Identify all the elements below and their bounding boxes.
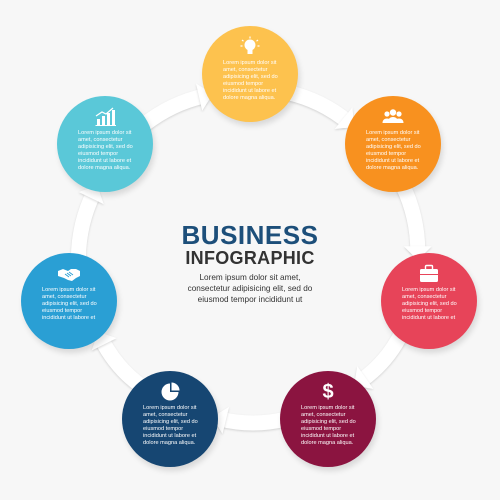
step-7-circle: Lorem ipsum dolor sit amet, consectetur … xyxy=(57,96,153,192)
arrow-head-7 xyxy=(196,83,213,111)
page-subtitle: INFOGRAPHIC xyxy=(185,248,315,268)
step-4-circle: $ Lorem ipsum dolor sit amet, consectetu… xyxy=(280,371,376,467)
pie-chart-icon xyxy=(122,381,218,403)
connector-arrow-3 xyxy=(356,329,409,388)
page-description: Lorem ipsum dolor sit amet, consectetur … xyxy=(187,273,313,304)
handshake-icon xyxy=(21,263,117,285)
connector-arrow-1 xyxy=(285,85,353,128)
step-1-text: Lorem ipsum dolor sit amet, consectetur … xyxy=(223,60,278,101)
step-5-text: Lorem ipsum dolor sit amet, consectetur … xyxy=(143,405,198,446)
bar-chart-icon xyxy=(57,106,153,128)
step-4-text: Lorem ipsum dolor sit amet, consectetur … xyxy=(301,405,356,446)
briefcase-icon xyxy=(381,263,477,285)
step-7-text: Lorem ipsum dolor sit amet, consectetur … xyxy=(78,130,133,171)
arrow-head-4 xyxy=(212,406,230,434)
page-title: BUSINESS xyxy=(181,220,319,250)
connector-arrow-6 xyxy=(70,189,101,261)
people-icon xyxy=(345,106,441,128)
step-3-text: Lorem ipsum dolor sit amet, consectetur … xyxy=(402,287,457,321)
step-2-circle: Lorem ipsum dolor sit amet, consectetur … xyxy=(345,96,441,192)
step-2-text: Lorem ipsum dolor sit amet, consectetur … xyxy=(366,130,421,171)
step-3-circle: Lorem ipsum dolor sit amet, consectetur … xyxy=(381,253,477,349)
connector-arrow-5 xyxy=(94,335,148,394)
lightbulb-icon xyxy=(202,36,298,58)
step-6-text: Lorem ipsum dolor sit amet, consectetur … xyxy=(42,287,97,321)
step-6-circle: Lorem ipsum dolor sit amet, consectetur … xyxy=(21,253,117,349)
connector-arrow-4 xyxy=(218,411,288,431)
connector-arrow-2 xyxy=(395,181,426,253)
dollar-icon: $ xyxy=(322,381,334,403)
step-1-circle: Lorem ipsum dolor sit amet, consectetur … xyxy=(202,26,298,122)
step-5-circle: Lorem ipsum dolor sit amet, consectetur … xyxy=(122,371,218,467)
